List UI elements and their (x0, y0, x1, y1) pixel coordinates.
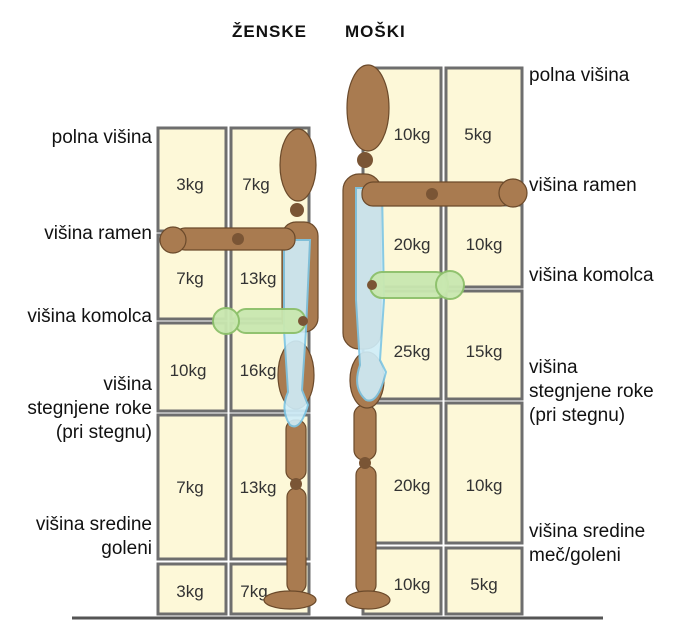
woman-forearm-highlight (235, 309, 305, 333)
men-weight-r3-c2: 15kg (466, 342, 503, 361)
men-weight-r5-c2: 5kg (470, 575, 497, 594)
women-label-shin-line1: višina sredine (36, 513, 152, 537)
men-grid (363, 68, 522, 614)
women-weight-r1-c2: 7kg (242, 175, 269, 194)
women-label-fist-height: višina stegnjene roke (pri stegnu) (27, 373, 152, 445)
women-weight-r4-c1: 7kg (176, 478, 203, 497)
men-label-shin-height: višina sredine meč/goleni (529, 520, 645, 568)
men-label-fist-line1: višina (529, 356, 654, 380)
women-label-shin-height: višina sredine goleni (36, 513, 152, 561)
men-weight-r3-c1: 25kg (394, 342, 431, 361)
men-label-full-height: polna višina (529, 64, 629, 88)
men-label-fist-height: višina stegnjene roke (pri stegnu) (529, 356, 654, 428)
women-label-fist-line2: stegnjene roke (27, 397, 152, 421)
men-weight-r1-c1: 10kg (394, 125, 431, 144)
men-weight-r5-c1: 10kg (394, 575, 431, 594)
women-label-shoulder-height: višina ramen (44, 222, 152, 246)
women-label-fist-line1: višina (27, 373, 152, 397)
women-weight-r4-c2: 13kg (240, 478, 277, 497)
men-weight-r4-c1: 20kg (394, 476, 431, 495)
women-weight-r1-c1: 3kg (176, 175, 203, 194)
men-weight-r2-c2: 10kg (466, 235, 503, 254)
men-weight-r2-c1: 20kg (394, 235, 431, 254)
women-label-fist-line3: (pri stegnu) (27, 421, 152, 445)
women-weight-r3-c1: 10kg (170, 361, 207, 380)
women-weight-r5-c1: 3kg (176, 582, 203, 601)
women-weight-r2-c1: 7kg (176, 269, 203, 288)
women-weight-r2-c2: 13kg (240, 269, 277, 288)
men-label-shin-line2: meč/goleni (529, 544, 645, 568)
women-label-elbow-height: višina komolca (27, 305, 152, 329)
men-box-r4-c2 (446, 403, 522, 543)
women-weight-r5-c2: 7kg (240, 582, 267, 601)
men-label-fist-line3: (pri stegnu) (529, 404, 654, 428)
men-label-fist-line2: stegnjene roke (529, 380, 654, 404)
men-weight-r1-c2: 5kg (464, 125, 491, 144)
men-label-elbow-height: višina komolca (529, 264, 654, 288)
men-label-shin-line1: višina sredine (529, 520, 645, 544)
men-weight-r4-c2: 10kg (466, 476, 503, 495)
women-label-shin-line2: goleni (36, 537, 152, 561)
men-label-shoulder-height: višina ramen (529, 174, 637, 198)
women-label-full-height: polna višina (52, 126, 152, 150)
women-weight-r3-c2: 16kg (240, 361, 277, 380)
